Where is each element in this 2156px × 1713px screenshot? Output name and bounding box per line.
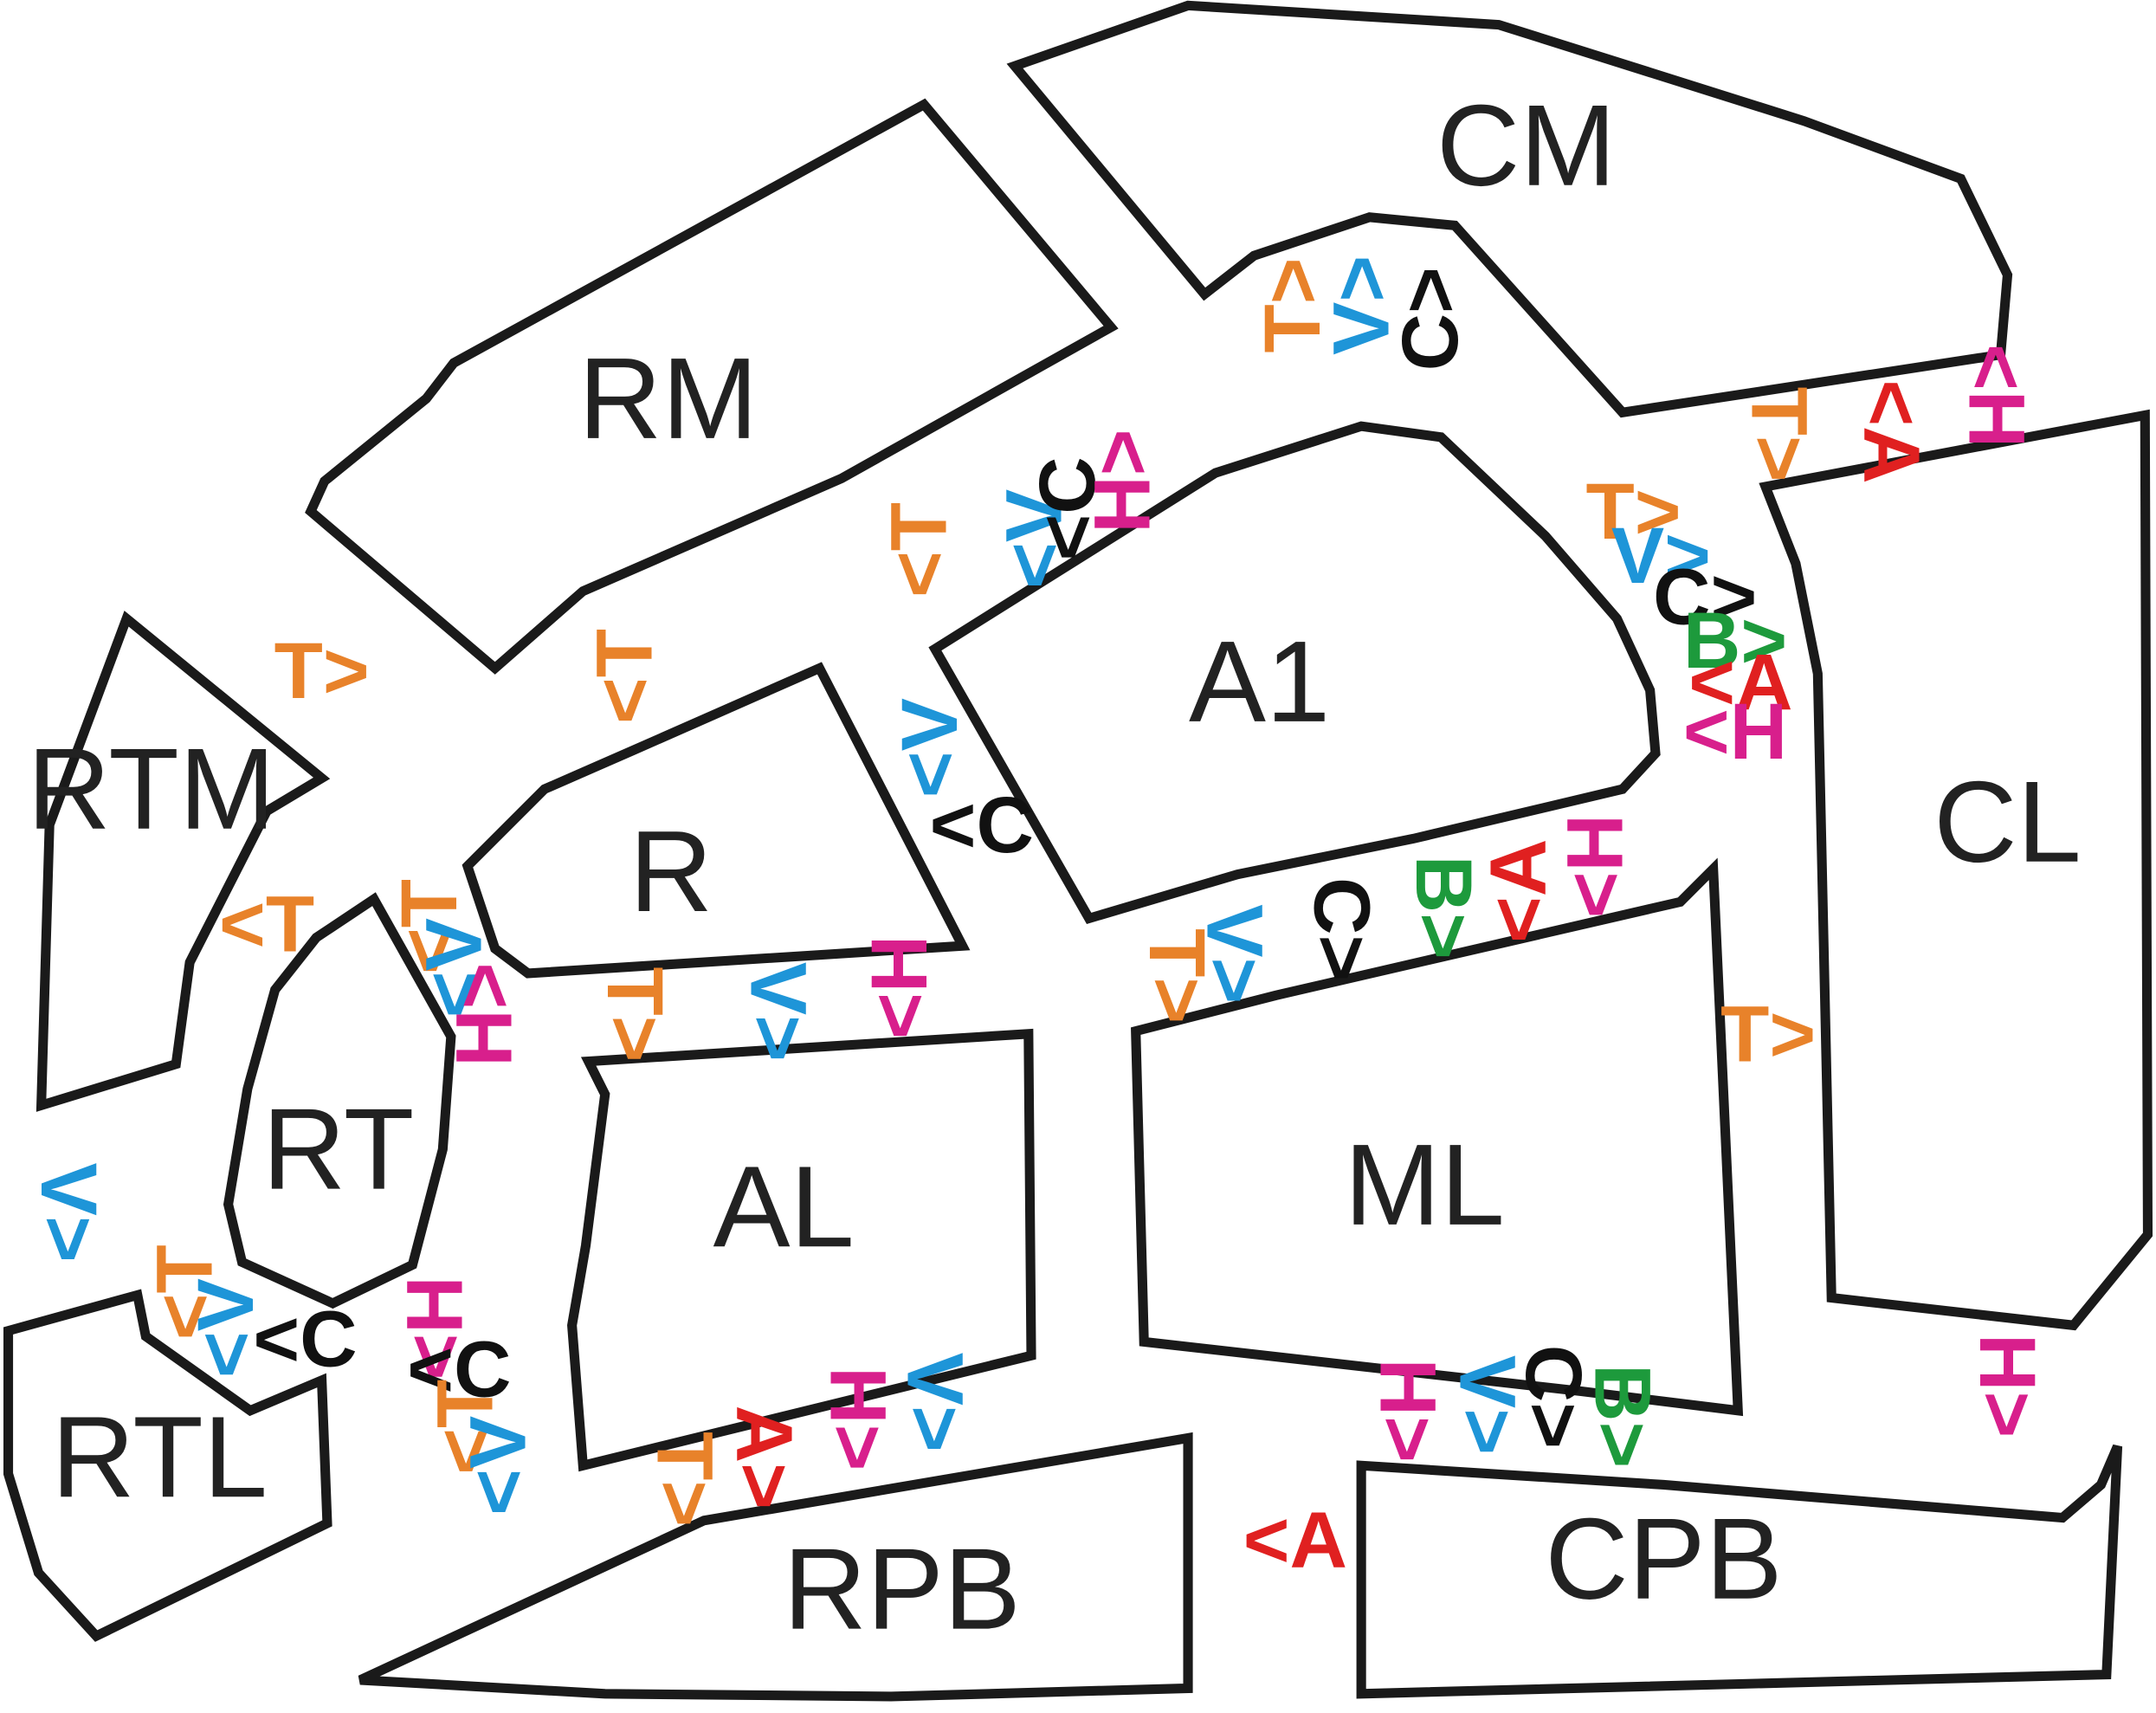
region-rpb: [358, 1432, 1193, 1702]
marker-h-6: H>: [1077, 429, 1166, 533]
marker-a-8: <A: [1848, 379, 1937, 483]
marker-t-3: <T: [874, 502, 963, 598]
marker-v-4: <V: [990, 489, 1079, 589]
region-a1: [928, 421, 1661, 925]
marker-h-9: <H: [1952, 344, 2041, 448]
marker-t-33: T>: [1720, 989, 1816, 1078]
region-label-rtl: RTL: [51, 1393, 268, 1522]
region-label-cl: CL: [1933, 758, 2082, 887]
marker-c-39: <C: [407, 1325, 511, 1414]
marker-t-42: T>: [640, 1432, 729, 1527]
region-label-rt: RT: [262, 1085, 414, 1214]
marker-h-26: <H: [855, 935, 944, 1039]
marker-c-19: <C: [930, 780, 1034, 869]
marker-c-37: <C: [253, 1295, 357, 1384]
region-label-r: R: [629, 807, 713, 936]
region-rtm: [36, 611, 331, 1112]
marker-v-45: V>: [890, 1353, 979, 1452]
marker-v-18: <V: [885, 698, 974, 798]
region-label-al: AL: [713, 1142, 855, 1271]
marker-t-35: <T: [139, 1244, 229, 1340]
marker-t-7: T>: [1734, 387, 1824, 482]
region-label-rpb: RPB: [784, 1525, 1021, 1654]
marker-v-34: V>: [24, 1163, 113, 1263]
marker-t-24: T>: [591, 967, 680, 1063]
region-al: [567, 1028, 1036, 1472]
region-outlines: [3, 0, 2153, 1702]
marker-h-46: H>: [1364, 1359, 1453, 1463]
marker-v-22: <V: [410, 918, 499, 1018]
marker-c-2: C>: [1385, 267, 1475, 371]
region-label-a1: A1: [1189, 617, 1330, 747]
region-cpb: [1356, 1444, 2123, 1699]
region-rt: [223, 892, 456, 1309]
marker-c-5: <C: [1023, 456, 1112, 560]
connection-markers: T>V>C><T<V<CH>T><A<HT>V>C>B><A<HT><T<V<C…: [24, 255, 2052, 1585]
marker-a-43: A>: [720, 1406, 809, 1509]
marker-c-29: C>: [1297, 877, 1386, 981]
region-r: [462, 662, 971, 979]
region-cl: [1759, 409, 2153, 1331]
marker-b-30: B>: [1399, 856, 1488, 960]
marker-t-20: <T: [219, 879, 314, 968]
region-rm: [305, 98, 1119, 675]
marker-h-44: H>: [813, 1367, 902, 1471]
marker-b-49: B>: [1578, 1364, 1667, 1468]
marker-h-38: <H: [390, 1276, 479, 1380]
region-cm: [1006, 0, 2013, 418]
region-label-cpb: CPB: [1545, 1495, 1782, 1624]
marker-b-13: B>: [1683, 596, 1787, 685]
marker-v-47: V>: [1443, 1355, 1533, 1455]
marker-h-15: <H: [1683, 687, 1787, 776]
marker-v-41: <V: [453, 1416, 542, 1516]
region-label-cm: CM: [1436, 81, 1616, 210]
marker-h-50: H>: [1963, 1334, 2052, 1438]
marker-a-14: <A: [1688, 637, 1792, 727]
marker-h-32: <H: [1551, 814, 1640, 918]
marker-t-17: <T: [579, 629, 668, 724]
marker-c-48: C>: [1509, 1345, 1598, 1449]
marker-c-12: C>: [1653, 552, 1757, 641]
region-label-rtm: RTM: [27, 725, 275, 854]
marker-v-1: V>: [1317, 255, 1406, 355]
marker-a-31: <A: [1474, 839, 1563, 943]
marker-t-40: <T: [420, 1380, 509, 1475]
marker-v-28: V>: [1191, 904, 1280, 1004]
region-label-rm: RM: [578, 334, 758, 463]
region-rtl: [3, 1289, 332, 1642]
marker-h-23: H>: [439, 962, 528, 1066]
region-label-ml: ML: [1345, 1121, 1505, 1250]
marker-t-0: T>: [1248, 257, 1337, 352]
marker-t-21: <T: [384, 879, 474, 974]
marker-v-25: V>: [733, 962, 823, 1062]
region-ml: [1131, 857, 1744, 1417]
marker-v-11: V>: [1611, 511, 1711, 600]
marker-t-16: T>: [274, 626, 370, 715]
marker-t-27: T>: [1133, 928, 1222, 1024]
marker-v-36: <V: [181, 1278, 270, 1378]
marker-a-51: <A: [1243, 1495, 1347, 1584]
marker-t-10: T>: [1586, 467, 1682, 556]
